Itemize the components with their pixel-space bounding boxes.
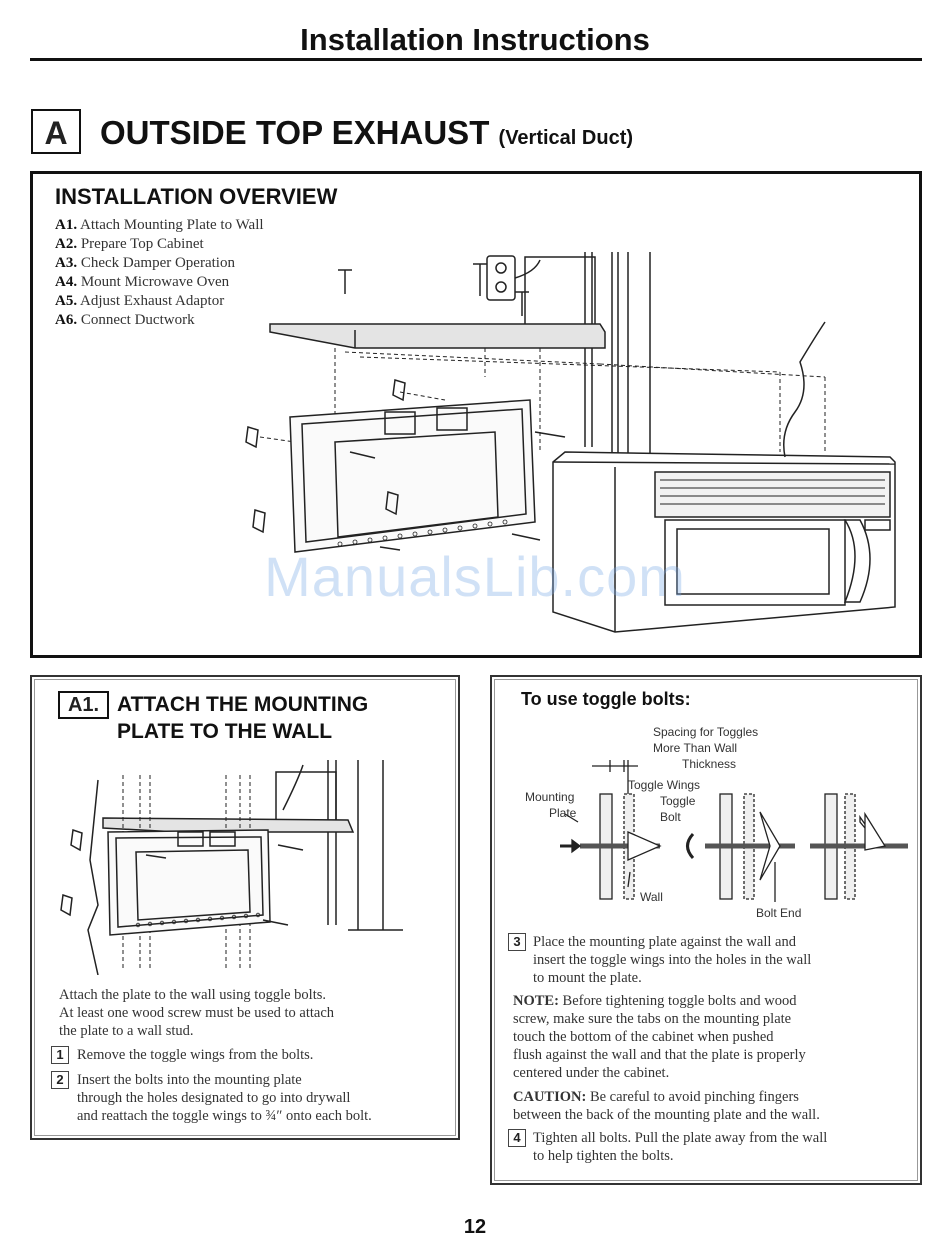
toggle-step-3-text: Place the mounting plate against the wal… [533,933,811,987]
caution-line-text: Be careful to avoid pinching fingers [589,1089,799,1105]
overview-item: A6. Connect Ductwork [55,312,195,329]
note-label: NOTE: [513,993,559,1009]
a1-panel-inner-border [34,679,456,1136]
step-line: insert the toggle wings into the holes i… [533,952,812,968]
a1-title-line: ATTACH THE MOUNTING [117,693,369,716]
a1-step-2-text: Insert the bolts into the mounting plate… [77,1071,372,1125]
section-title-text: OUTSIDE TOP EXHAUST [100,114,490,151]
attach-mounting-plate-illustration [60,760,403,975]
step-line: to mount the plate. [533,970,642,986]
a1-step-badge: A1. [58,691,109,719]
label-spacing-line2: More Than Wall [653,741,737,755]
overview-item: A5. Adjust Exhaust Adaptor [55,293,224,310]
overview-item-code: A3. [55,255,78,271]
label-toggle-wings: Toggle Wings [628,778,700,792]
step-line: Insert the bolts into the mounting plate [77,1072,302,1088]
a1-panel [30,675,460,1140]
a1-title: ATTACH THE MOUNTING PLATE TO THE WALL [117,691,368,745]
a1-step-1-text: Remove the toggle wings from the bolts. [77,1046,313,1064]
toggle-bolts-panel-inner-border [494,679,918,1181]
page-number: 12 [463,1216,487,1238]
caution-paragraph: CAUTION: Be careful to avoid pinching fi… [513,1088,820,1124]
toggle-bolt-illustration: Spacing for Toggles More Than Wall Thick… [525,725,908,920]
step-number-badge: 2 [51,1071,69,1089]
note-line: touch the bottom of the cabinet when pus… [513,1029,774,1045]
overview-item-text: Prepare Top Cabinet [80,236,204,252]
step-number-badge: 4 [508,1129,526,1147]
label-toggle: Toggle [660,794,696,808]
caution-line: CAUTION: Be careful to avoid pinching fi… [513,1088,820,1106]
note-line: screw, make sure the tabs on the mountin… [513,1011,792,1027]
note-line-text: Before tightening toggle bolts and wood [562,993,797,1009]
overview-item: A1. Attach Mounting Plate to Wall [55,217,264,234]
a1-intro-line: At least one wood screw must be used to … [59,1005,335,1021]
label-bolt-end: Bolt End [756,906,801,920]
overview-item-text: Mount Microwave Oven [80,274,230,290]
installation-overview-illustration [245,252,896,633]
overview-heading: INSTALLATION OVERVIEW [55,184,338,209]
label-mounting: Mounting [525,790,574,804]
note-line: centered under the cabinet. [513,1065,670,1081]
a1-intro-line: Attach the plate to the wall using toggl… [59,987,326,1003]
note-paragraph: NOTE: Before tightening toggle bolts and… [513,992,806,1082]
toggle-bolts-panel [490,675,922,1185]
overview-item-text: Connect Ductwork [80,312,195,328]
overview-item-code: A1. [55,217,78,233]
overview-item-text: Adjust Exhaust Adaptor [80,293,225,309]
page-title: Installation Instructions [300,22,650,57]
overview-item: A3. Check Damper Operation [55,255,235,272]
overview-item-code: A4. [55,274,78,290]
note-line: flush against the wall and that the plat… [513,1047,806,1063]
step-line: Remove the toggle wings from the bolts. [77,1047,314,1063]
toggle-bolts-heading: To use toggle bolts: [521,689,691,709]
step-number-badge: 1 [51,1046,69,1064]
title-rule [30,58,922,61]
label-thickness: Thickness [682,757,736,771]
note-line: NOTE: Before tightening toggle bolts and… [513,992,806,1010]
a1-title-line: PLATE TO THE WALL [117,720,333,743]
section-letter-badge: A [31,109,81,154]
caution-label: CAUTION: [513,1089,587,1105]
section-title: OUTSIDE TOP EXHAUST (Vertical Duct) [100,114,633,152]
label-spacing-line1: Spacing for Toggles [653,725,758,739]
step-line: Place the mounting plate against the wal… [533,934,796,950]
overview-panel [30,171,922,658]
step-line: through the holes designated to go into … [77,1090,351,1106]
overview-item-code: A6. [55,312,78,328]
label-wall: Wall [640,890,663,904]
overview-item: A2. Prepare Top Cabinet [55,236,204,253]
section-subtitle: (Vertical Duct) [498,127,634,149]
a1-intro-line: the plate to a wall stud. [59,1023,194,1039]
label-bolt: Bolt [660,810,681,824]
step-line: to help tighten the bolts. [533,1148,674,1164]
overview-item: A4. Mount Microwave Oven [55,274,229,291]
toggle-step-4-text: Tighten all bolts. Pull the plate away f… [533,1129,827,1165]
overview-item-code: A5. [55,293,78,309]
a1-intro: Attach the plate to the wall using toggl… [59,986,334,1040]
step-line: Tighten all bolts. Pull the plate away f… [533,1130,828,1146]
overview-item-code: A2. [55,236,78,252]
watermark-text: ManualsLib.com [264,545,686,608]
step-line: and reattach the toggle wings to ¾″ onto… [77,1108,372,1124]
overview-item-text: Check Damper Operation [80,255,235,271]
step-number-badge: 3 [508,933,526,951]
caution-line: between the back of the mounting plate a… [513,1107,820,1123]
overview-item-text: Attach Mounting Plate to Wall [80,217,264,233]
